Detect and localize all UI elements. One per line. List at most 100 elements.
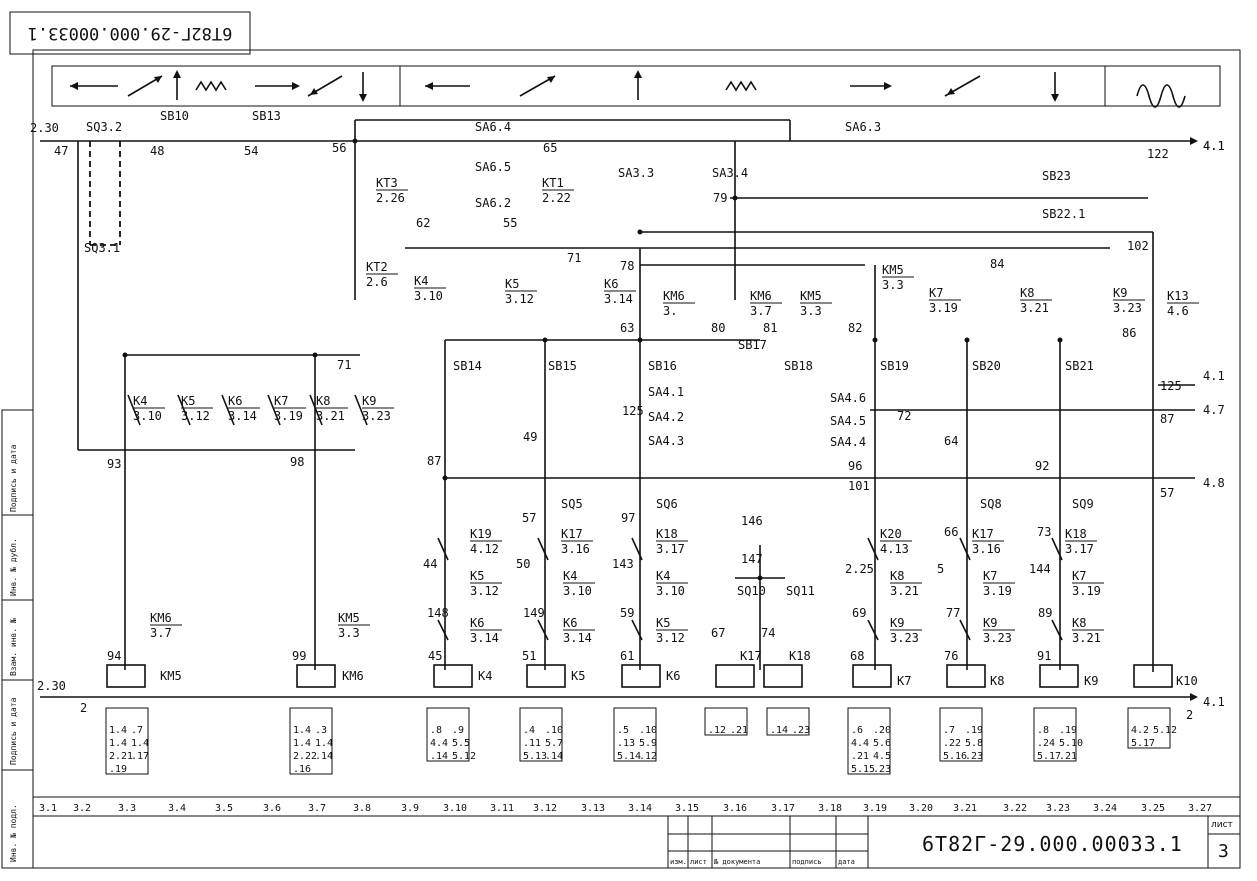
cross-ref-cell: .14 [770,725,788,736]
column-number: 3.3 [118,803,136,814]
column-number: 3.19 [863,803,887,814]
side-label: Взам. инв. № [9,618,18,676]
column-number: 3.7 [308,803,326,814]
feed-wave-icon [1136,84,1186,108]
arrow-left-icon [425,82,470,90]
cross-ref-cell: .19 [1059,725,1077,736]
side-label: Подпись и дата [9,444,18,512]
contact-ref: 3.7 [150,626,172,640]
contact-label: KT1 [542,176,564,190]
wire-number: 81 [763,321,777,335]
contact-label: K19 [470,527,492,541]
title-column-heading: подпись [792,858,822,866]
contact-ref: 2.22 [542,191,571,205]
contact-ref: 3.12 [470,584,499,598]
rotated-drawing-number: 6T82Г-29.000.00033.1 [28,23,233,43]
arrow-right-icon [255,82,300,90]
wire-number: 86 [1122,326,1136,340]
column-number: 3.20 [909,803,933,814]
svg-text:4.1: 4.1 [1203,139,1225,153]
switch-label: SQ8 [980,497,1002,511]
cross-ref-cell: 4.4 [430,738,448,749]
outgoing-ref: 4.1 [1203,369,1225,383]
outgoing-ref: 4.8 [1203,476,1225,490]
cross-ref-cell: 5.7 [545,738,563,749]
contact-ref: 3.10 [656,584,685,598]
contact-label: K5 [470,569,484,583]
svg-text:2: 2 [1186,708,1193,722]
wire-number: 146 [741,514,763,528]
title-column-heading: № документа [713,858,760,866]
switch-label: SQ10 [737,584,766,598]
cross-ref-cell: 5.13 [523,751,547,762]
switch-label: SQ3.1 [84,241,120,255]
side-label: Инв. № подл. [9,804,18,862]
wire-number: 64 [944,434,958,448]
contact-ref: 2.6 [366,275,388,289]
wire-number: 74 [761,626,775,640]
column-number: 3.22 [1003,803,1027,814]
coil-label: K4 [478,669,492,683]
cross-ref-cell: .7 [131,725,143,736]
cross-ref-table [519,707,563,762]
vertical-arrow-down-icon [359,72,367,102]
contact-ref: 3.14 [604,292,633,306]
contact-label: K4 [656,569,670,583]
contact-label: K20 [880,527,902,541]
cross-ref-cell: .14 [430,751,448,762]
svg-text:2.30: 2.30 [30,121,59,135]
contact-ref: 3.3 [882,278,904,292]
cross-ref-table [1033,707,1077,762]
column-number: 3.4 [168,803,186,814]
wire-number: 148 [427,606,449,620]
vertical-arrow-icon [634,70,642,100]
cross-ref-cell: .5 [617,725,629,736]
wire-number: 147 [741,552,763,566]
contact-ref: 3.23 [362,409,391,423]
contact-ref: 3.23 [1113,301,1142,315]
slant-arrow-icon [127,75,163,97]
cross-ref-cell: .19 [109,764,127,775]
coil-boxes [106,664,1173,688]
contact-label: K18 [1065,527,1087,541]
contact-ref: 3.14 [228,409,257,423]
slant-arrow-icon [307,75,343,97]
column-number: 3.12 [533,803,557,814]
cross-ref-table [939,707,983,762]
cross-ref-cell: .24 [1037,738,1055,749]
contact-ref: 3.10 [563,584,592,598]
wire-number: 76 [944,649,958,663]
wire-number: 71 [567,251,581,265]
wire-number: 55 [503,216,517,230]
column-number: 3.16 [723,803,747,814]
wire-number: 65 [543,141,557,155]
contact-ref: 3.12 [505,292,534,306]
wire-number: 59 [620,606,634,620]
switch-label: SB13 [252,109,281,123]
contact-label: KM5 [882,263,904,277]
wire-number: 48 [150,144,164,158]
wire-number: 66 [944,525,958,539]
wire-number: 84 [990,257,1004,271]
wiring [77,119,1195,672]
contact-label: K6 [563,616,577,630]
side-label: Подпись и дата [9,697,18,765]
wire-number: 45 [428,649,442,663]
wire-number: 82 [848,321,862,335]
column-number: 3.9 [401,803,419,814]
cross-ref-cell: .21 [851,751,869,762]
contact-label: K5 [656,616,670,630]
cross-ref-cell: .12 [708,725,726,736]
cross-ref-table [426,707,470,762]
svg-text:2.30: 2.30 [37,679,66,693]
switch-symbols [127,394,1063,641]
switch-label: SB19 [880,359,909,373]
cross-ref-cell: .19 [965,725,983,736]
wire-number: 77 [946,606,960,620]
title-column-heading: лист [690,858,707,866]
switch-label: SA4.4 [830,435,866,449]
contact-ref: 3.3 [338,626,360,640]
cross-ref-cell: 1.4 [109,725,127,736]
wire-number: 62 [416,216,430,230]
